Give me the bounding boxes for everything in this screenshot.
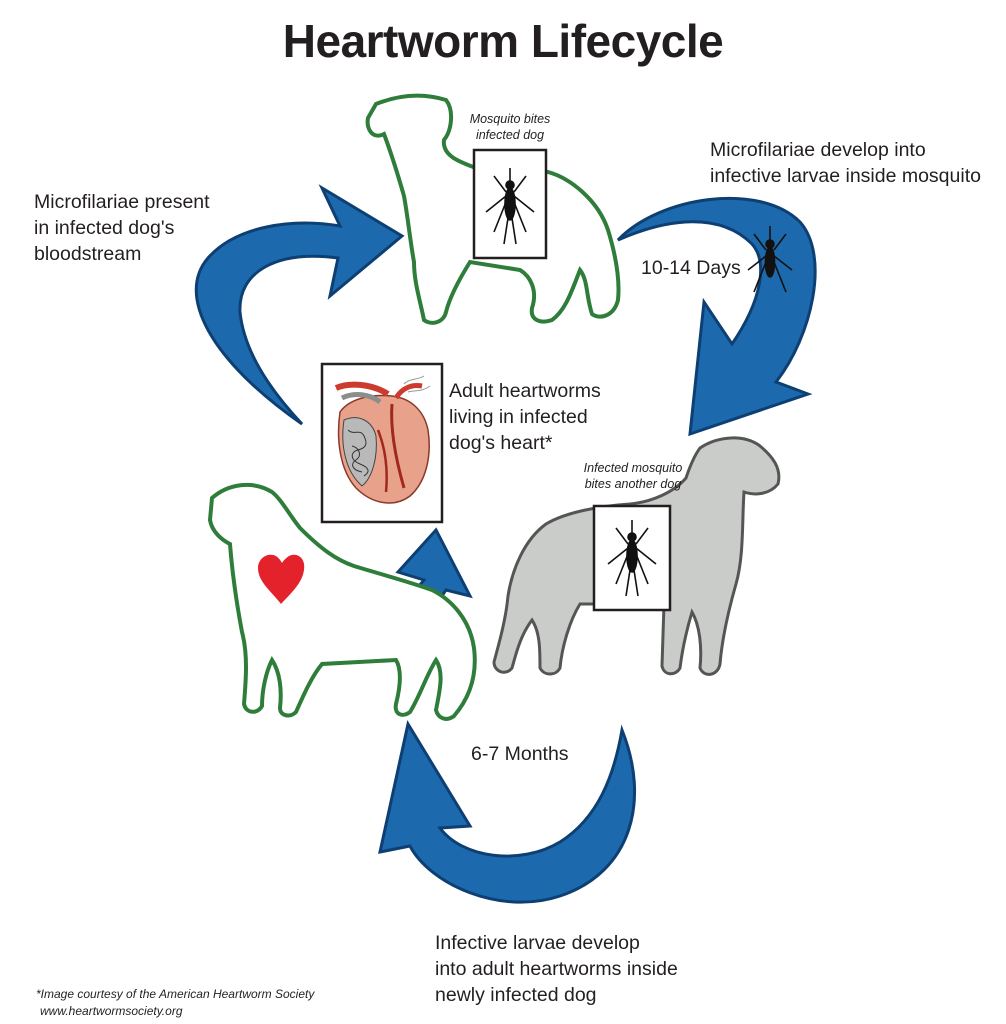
label-line: into adult heartworms inside	[435, 958, 678, 980]
mosquito-icon-top	[485, 168, 535, 245]
page-title: Heartworm Lifecycle	[282, 15, 724, 67]
label-line: Infected mosquito	[583, 461, 683, 475]
anatomical-heart-icon	[334, 375, 431, 504]
label-larvae-develop: Infective larvae develop into adult hear…	[435, 930, 678, 1008]
label-microfilariae-bloodstream: Microfilariae present in infected dog's …	[34, 189, 210, 267]
label-line: Infective larvae develop	[435, 932, 640, 954]
label-line: dog's heart*	[449, 432, 553, 454]
label-line: Microfilariae develop into	[710, 139, 926, 161]
label-line: in infected dog's	[34, 217, 175, 239]
dog-outline-icon-left	[207, 482, 477, 721]
label-infected-mosquito: Infected mosquito bites another dog	[572, 460, 694, 492]
mosquito-icon-grey	[607, 520, 657, 597]
label-months: 6-7 Months	[471, 743, 569, 765]
label-mosquito-bites: Mosquito bites infected dog	[458, 111, 562, 143]
credit-url: www.heartwormsociety.org	[40, 1004, 183, 1018]
heart-icon	[258, 554, 305, 604]
label-line: bloodstream	[34, 243, 142, 265]
mosquito-icon-arrow	[747, 226, 793, 293]
label-adult-heartworms: Adult heartworms living in infected dog'…	[449, 378, 601, 456]
label-line: Mosquito bites	[469, 112, 551, 126]
credit-line: *Image courtesy of the American Heartwor…	[36, 987, 315, 1001]
label-microfilariae-develop: Microfilariae develop into infective lar…	[710, 137, 981, 189]
label-line: Adult heartworms	[449, 380, 601, 402]
image-credit: *Image courtesy of the American Heartwor…	[36, 986, 314, 1020]
label-line: bites another dog	[584, 477, 682, 491]
label-line: infective larvae inside mosquito	[710, 165, 981, 187]
label-line: living in infected	[449, 406, 588, 428]
label-line: infected dog	[475, 128, 545, 142]
label-line: newly infected dog	[435, 984, 597, 1006]
label-line: Microfilariae present	[34, 191, 210, 213]
arrow-icon-bloodstream-to-mosquito	[194, 184, 405, 426]
arrow-icon-months	[378, 720, 637, 904]
label-days: 10-14 Days	[641, 257, 741, 279]
